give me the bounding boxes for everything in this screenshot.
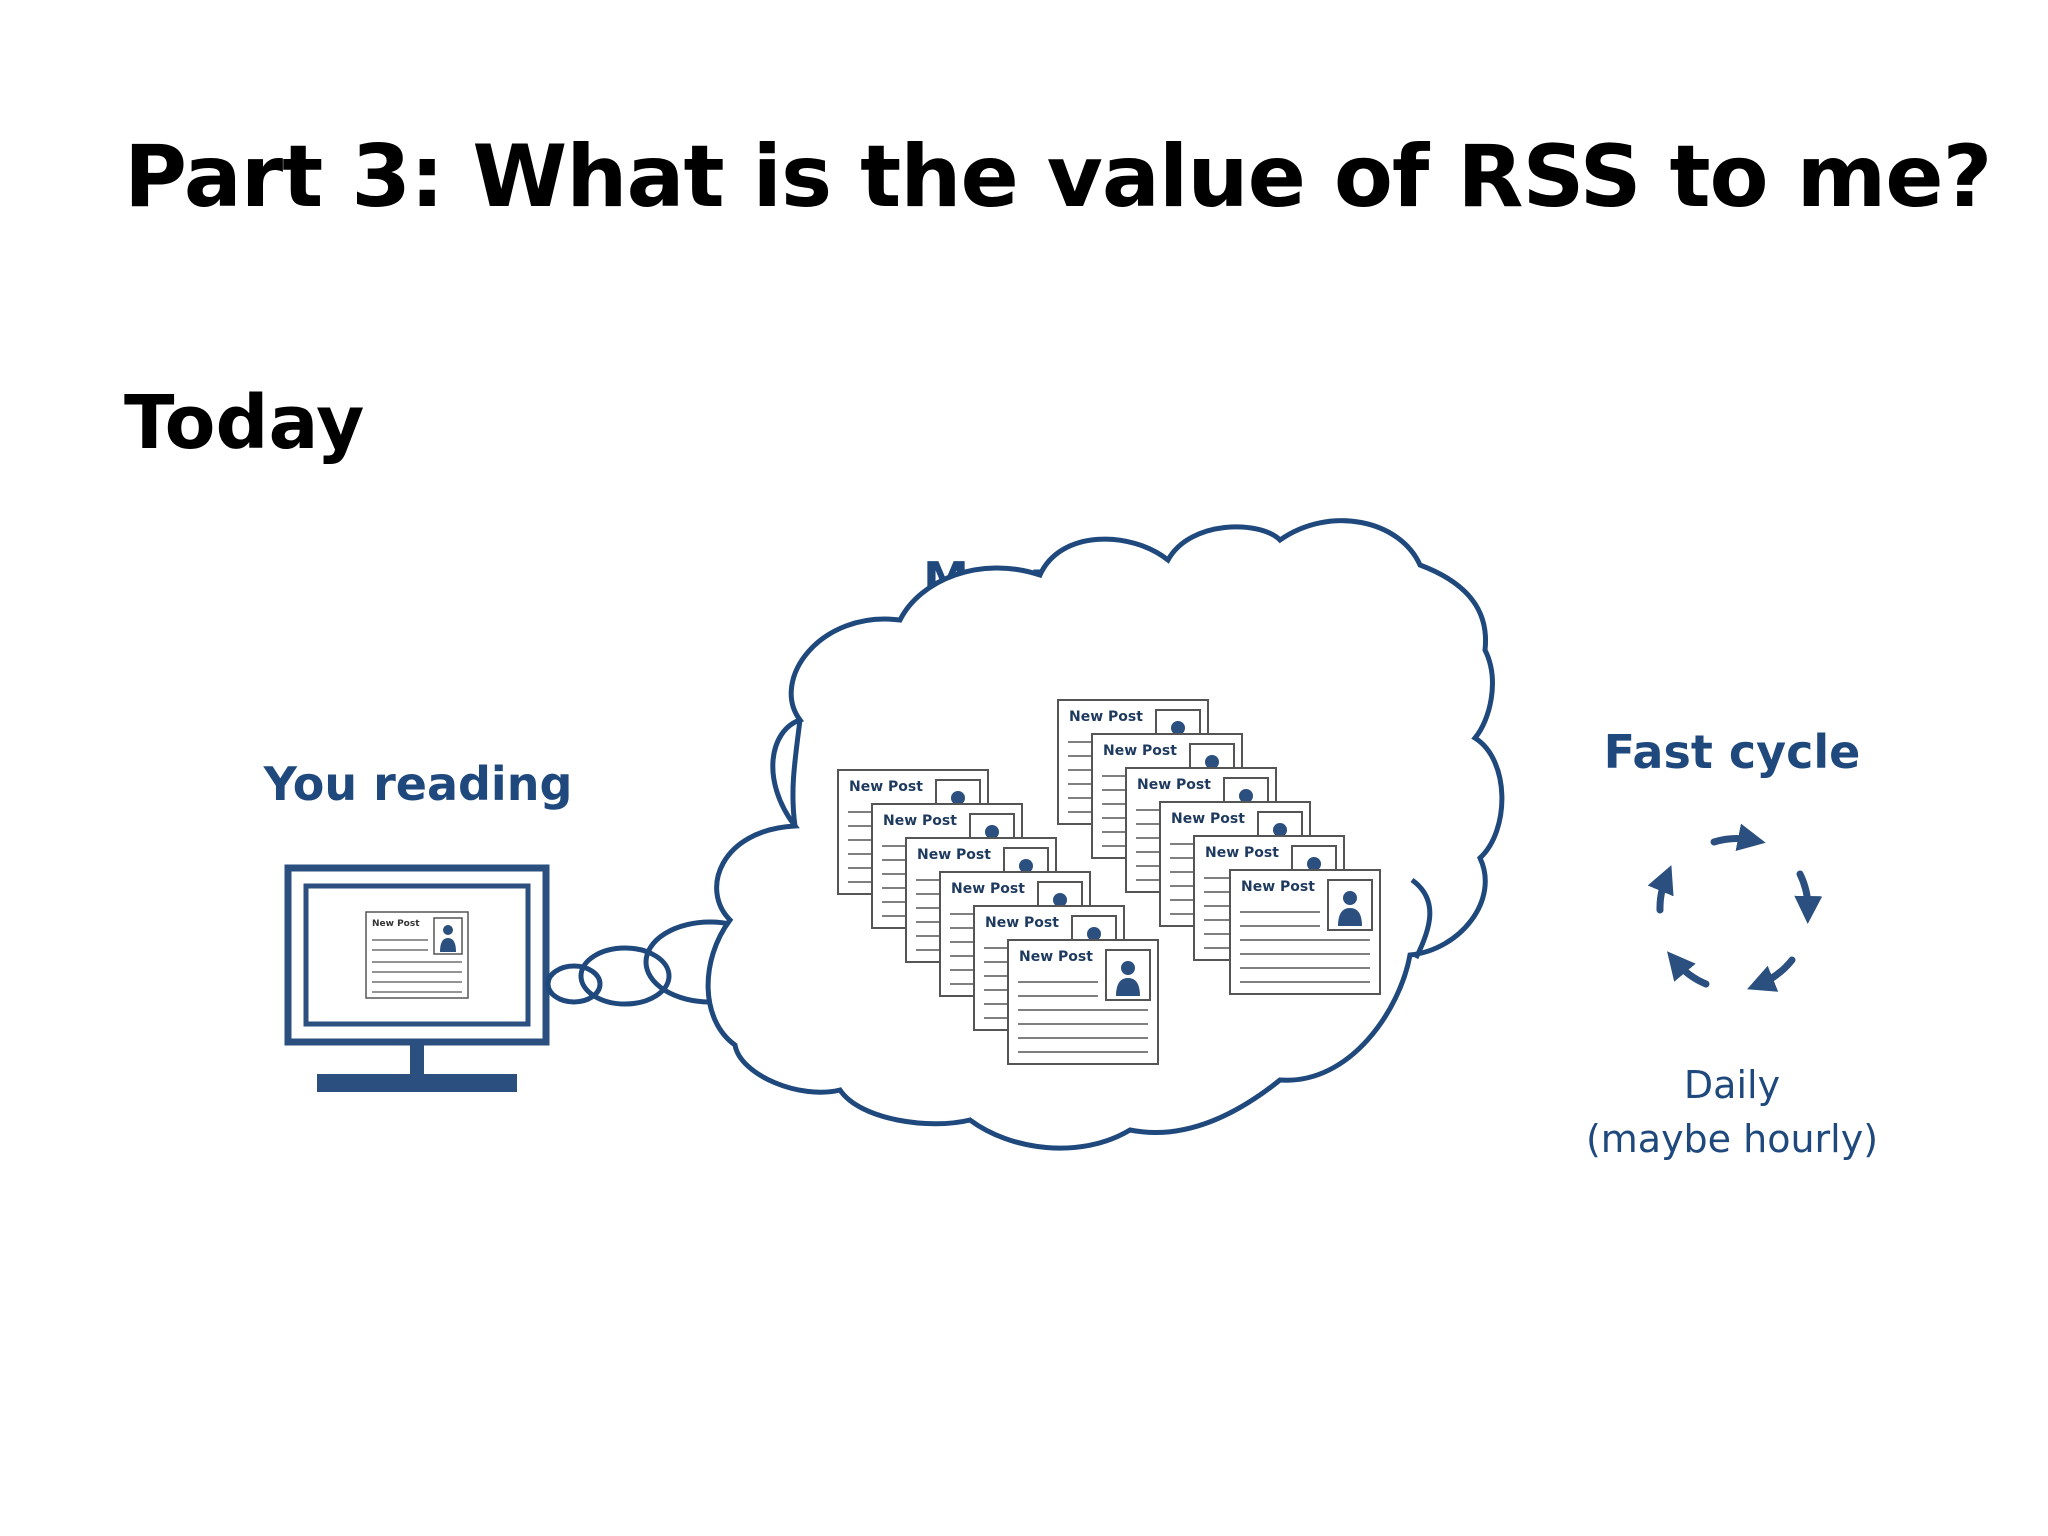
post-stack-right: New Post New Post New Post New Post New … xyxy=(1057,699,1381,995)
slide-title: Part 3: What is the value of RSS to me? xyxy=(124,127,1992,227)
post-card: New Post xyxy=(871,803,1023,929)
svg-text:New Post: New Post xyxy=(1069,709,1143,725)
post-card: New Post xyxy=(1125,767,1277,893)
post-card: New Post xyxy=(1007,939,1159,1065)
svg-text:New Post: New Post xyxy=(985,915,1059,931)
reader-label: You reading xyxy=(263,757,573,811)
cycle-detail-line2: (maybe hourly) xyxy=(1586,1117,1878,1161)
svg-text:New Post: New Post xyxy=(849,779,923,795)
post-card: New Post xyxy=(1159,801,1311,927)
svg-text:New Post: New Post xyxy=(1103,743,1177,759)
screen-post-card: New Post xyxy=(365,911,469,999)
svg-text:New Post: New Post xyxy=(1205,845,1279,861)
svg-text:New Post: New Post xyxy=(883,813,957,829)
svg-text:New Post: New Post xyxy=(1137,777,1211,793)
svg-text:New Post: New Post xyxy=(1241,879,1315,895)
svg-text:New Post: New Post xyxy=(951,881,1025,897)
post-card: New Post xyxy=(1057,699,1209,825)
computer-monitor-icon: New Post xyxy=(284,864,550,1092)
post-card: New Post xyxy=(905,837,1057,963)
slide-subtitle: Today xyxy=(124,380,365,466)
post-stack-left: New Post New Post New Post New Post New … xyxy=(837,769,1159,1065)
post-card: New Post xyxy=(939,871,1091,997)
svg-text:New Post: New Post xyxy=(917,847,991,863)
svg-text:New Post: New Post xyxy=(1171,811,1245,827)
post-card: New Post xyxy=(1229,869,1381,995)
screen-post-label: New Post xyxy=(372,919,420,929)
cycle-label: Fast cycle xyxy=(1604,725,1861,779)
post-card: New Post xyxy=(1091,733,1243,859)
post-card: New Post xyxy=(973,905,1125,1031)
cycle-arrows-icon xyxy=(1647,823,1823,992)
svg-text:New Post: New Post xyxy=(1019,949,1093,965)
cycle-detail-line1: Daily xyxy=(1684,1063,1780,1107)
post-card: New Post xyxy=(837,769,989,895)
post-card: New Post xyxy=(1193,835,1345,961)
